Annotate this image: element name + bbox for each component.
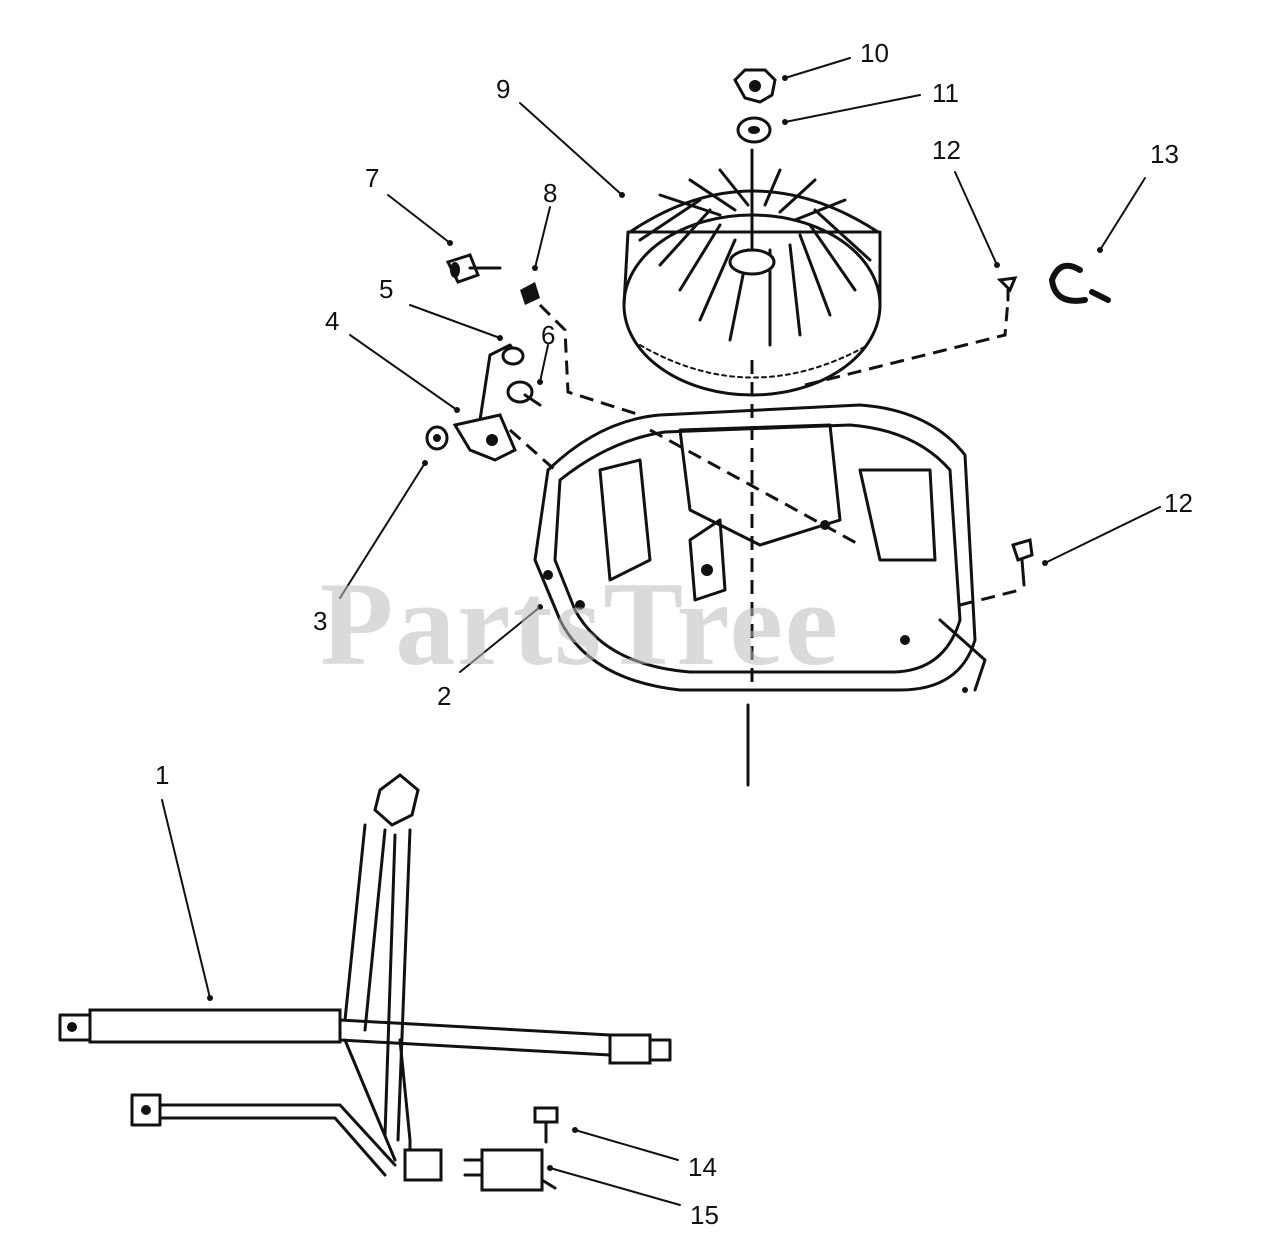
nut-small-part bbox=[506, 380, 542, 407]
watermark-text: PartsTree bbox=[320, 557, 840, 690]
washer-small-part bbox=[520, 282, 540, 305]
bolt-part bbox=[533, 1106, 559, 1144]
callout-4: 4 bbox=[325, 306, 340, 336]
callout-7: 7 bbox=[365, 163, 380, 193]
washer-part bbox=[736, 116, 772, 144]
wiring-harness-part bbox=[58, 773, 672, 1182]
callout-15: 15 bbox=[690, 1200, 719, 1230]
callout-2: 2 bbox=[437, 681, 452, 711]
nut-3-part bbox=[425, 425, 449, 451]
callout-8: 8 bbox=[543, 178, 558, 208]
pin-part-upper bbox=[996, 276, 1018, 302]
callout-12-lower: 12 bbox=[1164, 488, 1193, 518]
clamp-part bbox=[452, 413, 517, 462]
callout-10: 10 bbox=[860, 38, 889, 68]
nut-part bbox=[733, 68, 777, 104]
retaining-clip-part bbox=[1049, 262, 1111, 304]
leader-lines bbox=[161, 57, 1161, 1206]
callout-13: 13 bbox=[1150, 139, 1179, 169]
flywheel-part bbox=[622, 148, 882, 397]
callout-9: 9 bbox=[496, 74, 511, 104]
bracket-part bbox=[478, 343, 525, 422]
blower-housing-part bbox=[533, 403, 987, 692]
callout-3: 3 bbox=[313, 606, 328, 636]
callout-1: 1 bbox=[155, 760, 170, 790]
connector-part bbox=[463, 1148, 557, 1192]
callout-12-upper: 12 bbox=[932, 135, 961, 165]
callout-14: 14 bbox=[688, 1152, 717, 1182]
pin-part-lower bbox=[1011, 538, 1034, 587]
screw-part bbox=[445, 253, 502, 284]
callout-5: 5 bbox=[379, 274, 394, 304]
callout-6: 6 bbox=[541, 320, 556, 350]
callout-11: 11 bbox=[932, 78, 959, 108]
